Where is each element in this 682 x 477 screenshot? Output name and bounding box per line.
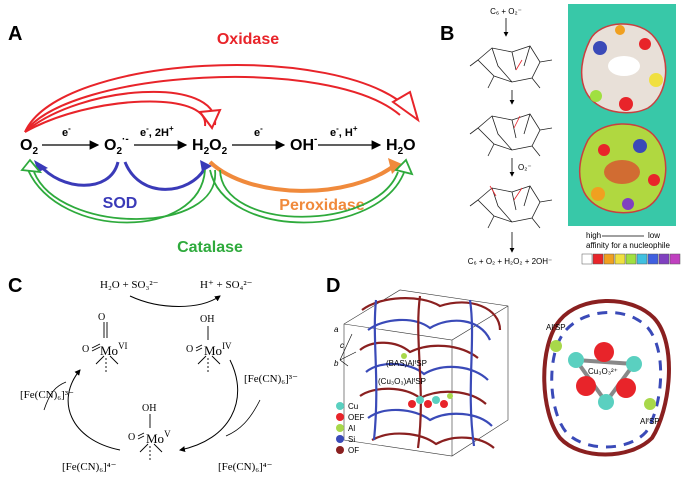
right-al-bottom-label: AlᶠSP — [640, 417, 660, 426]
species-superoxide: O2·- — [104, 134, 129, 157]
step-4-label: e-, H+ — [330, 124, 358, 139]
panel-b-letter: B — [440, 23, 454, 45]
panel-c-top-left: H₂O + SO₃²⁻ — [100, 279, 159, 291]
zeolite-framework — [359, 295, 502, 449]
label-cu3o3-site: (Cu₃O₃)AlᶠSP — [378, 377, 426, 386]
step-2-label: e-, 2H+ — [140, 124, 174, 139]
oxidase-arrows — [24, 64, 420, 133]
scale-swatch — [614, 253, 626, 265]
right-al-top-label: AlᶠSP — [546, 323, 566, 332]
mo-v-oxo: O — [128, 432, 135, 443]
catalase-label: Catalase — [177, 239, 243, 256]
peroxidase-arrow — [208, 160, 397, 193]
catalase-arrows — [20, 158, 414, 224]
panel-b-bottom-equation: C₆ + O₂ + H₂O₂ + 2OH⁻ — [468, 257, 553, 266]
c6-structure-2 — [469, 113, 553, 157]
species-h2o2: H2O2 — [192, 137, 228, 157]
affinity-color-scale — [581, 253, 681, 265]
surface-model-top — [580, 23, 667, 114]
scale-swatch — [647, 253, 659, 265]
surface-model-bottom — [578, 123, 667, 214]
legend-label: Al — [348, 424, 355, 433]
step-3-label: e- — [254, 124, 263, 139]
legend-swatch — [336, 413, 344, 421]
label-bas-site: (BAS)AlᶠSP — [386, 359, 427, 368]
mo-iv-oxo: O — [186, 344, 193, 355]
scale-swatch — [625, 253, 637, 265]
c6-structure-3 — [469, 185, 553, 229]
fe-left-arrow — [43, 381, 67, 411]
scale-swatch — [581, 253, 593, 265]
legend-swatch — [336, 424, 344, 432]
legend-label: OEF — [348, 413, 365, 422]
zeolite-copper-sites — [401, 353, 453, 408]
scale-swatch — [603, 253, 615, 265]
mo-iv-oh: OH — [200, 314, 214, 325]
legend-label: OF — [348, 446, 359, 455]
panel-d-letter: D — [326, 275, 340, 297]
species-o2: O2 — [20, 137, 38, 157]
peroxidase-label: Peroxidase — [279, 197, 364, 214]
legend-swatch — [336, 446, 344, 454]
sulfite-oxidation-arrow — [129, 295, 221, 307]
fe-left-top: [Fe(CN)₆]³⁻ — [20, 389, 74, 401]
legend-label: Si — [348, 435, 355, 444]
species-hydroxyl: OH- — [290, 134, 317, 154]
scale-swatch — [636, 253, 648, 265]
scale-swatch — [658, 253, 670, 265]
sod-arrowhead-right — [200, 160, 212, 172]
mo-vi-oxo: O — [98, 312, 105, 323]
mo-vi-complex — [91, 322, 119, 372]
panel-c-letter: C — [8, 275, 22, 297]
mo-iv-complex — [195, 326, 221, 372]
mo-vi-oxo-2: O — [82, 344, 89, 355]
step-1-label: e- — [62, 124, 71, 139]
cycle-arrow-right — [179, 359, 239, 452]
mo-vi-label: MoVI — [100, 341, 128, 358]
mo-iv-label: MoIV — [204, 341, 232, 358]
sod-arrows — [38, 161, 207, 191]
right-cluster-label: Cu₃O₃²⁺ — [588, 367, 618, 376]
species-water: H2O — [386, 137, 416, 157]
legend-label: Cu — [348, 402, 358, 411]
axis-b-label: b — [334, 359, 339, 368]
scale-high-label: high — [586, 231, 601, 240]
cycle-arrow-left — [67, 369, 121, 451]
peroxidase-arrowhead — [388, 158, 402, 174]
fe-right-top: [Fe(CN)₆]³⁻ — [244, 373, 298, 385]
mo-v-complex — [137, 414, 163, 460]
axis-triad — [339, 333, 357, 367]
c6-structure-1 — [469, 45, 553, 89]
scale-swatch — [592, 253, 604, 265]
axis-c-label: c — [340, 341, 344, 350]
mo-v-label: MoV — [146, 429, 171, 446]
panel-a-letter: A — [8, 23, 22, 45]
scale-caption: affinity for a nucleophile — [586, 241, 670, 250]
oxidase-label: Oxidase — [217, 31, 279, 48]
panel-b-mid-label: O₂⁻ — [518, 163, 532, 172]
sod-label: SOD — [103, 195, 138, 212]
cu3o3-ring-cluster — [542, 299, 671, 457]
mo-v-oh: OH — [142, 403, 156, 414]
scale-low-label: low — [648, 231, 660, 240]
axis-a-label: a — [334, 325, 339, 334]
fe-right-bottom: [Fe(CN)₆]⁴⁻ — [218, 461, 273, 473]
panel-c-top-right: H⁺ + SO₄²⁻ — [200, 279, 253, 291]
panel-b-top-equation: C₆ + O₂⁻ — [490, 7, 522, 16]
scale-swatch — [669, 253, 681, 265]
fe-left-bottom: [Fe(CN)₆]⁴⁻ — [62, 461, 117, 473]
legend-swatch — [336, 402, 344, 410]
fe-right-arrow — [225, 399, 261, 437]
legend-swatch — [336, 435, 344, 443]
